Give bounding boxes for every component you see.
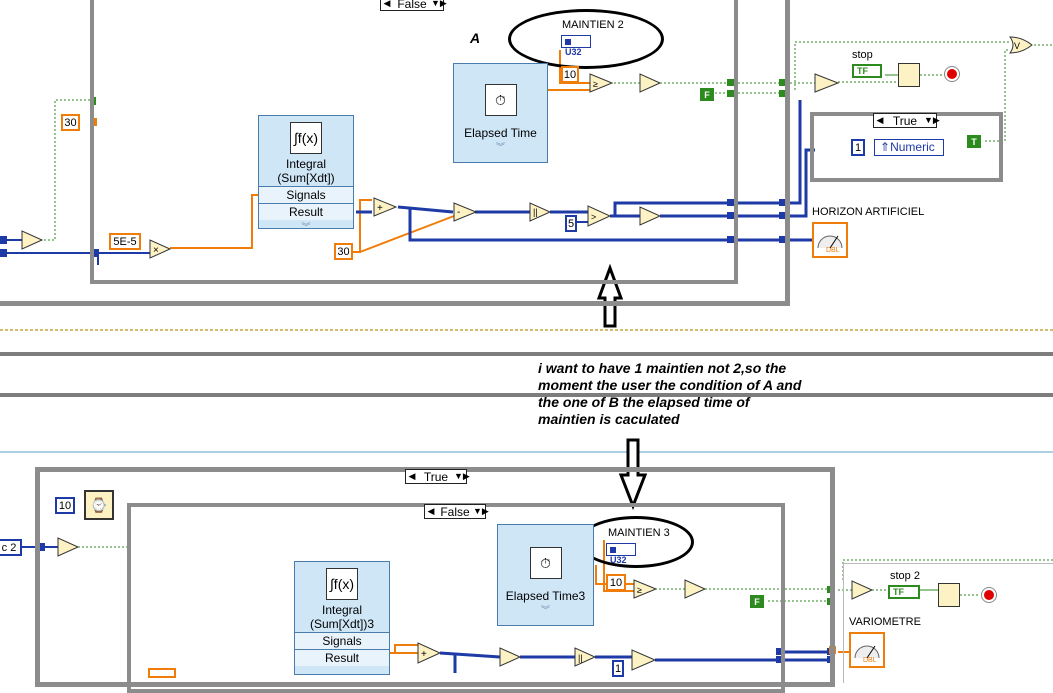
integral-vi-top[interactable]: ∫f(x) Integral(Sum[Xdt]) Signals Result … xyxy=(258,115,354,232)
or-compound-node-b xyxy=(938,583,960,607)
svg-text:-: - xyxy=(457,207,460,218)
stop-2-label: stop 2 xyxy=(890,570,920,582)
primitive-abs-b xyxy=(574,647,597,667)
expand-chevron-icon[interactable]: ︾ xyxy=(301,222,311,232)
maintien-3-indicator[interactable]: U32 xyxy=(606,543,636,565)
elapsed-time3-vi[interactable]: ⏱ Elapsed Time3 ︾ xyxy=(497,524,594,626)
stop-2-button-icon[interactable] xyxy=(981,587,997,603)
primitive-not-equal-zero xyxy=(21,230,44,250)
maintien-2-indicator[interactable]: U32 xyxy=(561,35,591,57)
stop-2-terminal[interactable]: TF xyxy=(888,585,920,599)
variometre-label: VARIOMETRE xyxy=(849,616,921,628)
selector-left-icon[interactable]: ◀ xyxy=(408,471,416,481)
stop-button-icon[interactable] xyxy=(944,66,960,82)
case-selector-bottom-inner[interactable]: ◀ False ▼▶ xyxy=(424,504,489,519)
const-10-top[interactable]: 10 xyxy=(561,66,579,83)
stopwatch-icon: ⏱ xyxy=(529,547,562,579)
selector-right-icon[interactable]: ▼▶ xyxy=(473,506,489,516)
result-terminal[interactable]: Result xyxy=(295,649,389,666)
wait-timer-icon[interactable]: ⌚ xyxy=(84,490,114,520)
numeric-indicator[interactable]: ⇑Numeric xyxy=(874,139,944,156)
const-10-bottom[interactable]: 10 xyxy=(606,574,626,591)
stop-terminal[interactable]: TF xyxy=(852,64,882,78)
expand-chevron-icon[interactable]: ︾ xyxy=(495,142,505,152)
result-terminal[interactable]: Result xyxy=(259,203,353,220)
primitive-or xyxy=(1009,36,1033,54)
const-5[interactable]: 5 xyxy=(565,215,577,232)
svg-text:||: || xyxy=(578,653,583,663)
ellipse-maintien-2 xyxy=(508,9,664,69)
stop-label: stop xyxy=(852,49,873,61)
horizon-artificiel-label: HORIZON ARTIFICIEL xyxy=(812,206,925,218)
case-selector-right[interactable]: ◀ True ▼▶ xyxy=(873,113,940,128)
or-compound-node xyxy=(898,63,920,87)
selector-left-icon[interactable]: ◀ xyxy=(876,115,884,125)
selector-right-icon[interactable]: ▼▶ xyxy=(431,0,447,8)
case-selector-top[interactable]: ◀ False ▼▶ xyxy=(380,0,447,11)
signals-terminal[interactable]: Signals xyxy=(259,186,353,203)
selector-left-icon[interactable]: ◀ xyxy=(383,0,391,8)
orange-const-partial[interactable] xyxy=(148,668,176,678)
gauge-icon[interactable]: DBL xyxy=(849,632,885,668)
svg-text:+: + xyxy=(421,649,427,660)
const-true[interactable]: T xyxy=(967,135,981,148)
const-10-left-bottom[interactable]: 10 xyxy=(55,497,75,514)
primitive-not-equal-zero-b xyxy=(57,537,80,557)
gauge-icon[interactable]: DBL xyxy=(812,222,848,258)
integral-icon: ∫f(x) xyxy=(326,568,358,600)
integral-vi-bottom[interactable]: ∫f(x) Integral(Sum[Xdt])3 Signals Result xyxy=(294,561,390,675)
primitive-not-b2 xyxy=(851,580,874,600)
signals-terminal[interactable]: Signals xyxy=(295,632,389,649)
outer-structure-top xyxy=(0,0,790,306)
selector-right-icon[interactable]: ▼▶ xyxy=(454,471,470,481)
cluster-label-bottom[interactable]: c 2 xyxy=(0,539,22,556)
const-30-bottom[interactable]: 30 xyxy=(334,243,353,260)
const-false[interactable]: F xyxy=(700,88,714,101)
primitive-not-b xyxy=(684,579,707,599)
const-false-bottom[interactable]: F xyxy=(750,595,764,608)
comment-text: i want to have 1 maintien not 2,so the m… xyxy=(538,360,802,427)
primitive-add xyxy=(373,197,398,217)
primitive-not xyxy=(639,206,662,226)
primitive-not-right xyxy=(814,73,840,93)
arrow-down-icon xyxy=(618,438,648,511)
block-diagram-wires: × + - || > ≥ V + || ≥ xyxy=(0,36,1053,673)
arrow-up-icon xyxy=(596,263,624,328)
case-structure-top xyxy=(90,0,738,284)
primitive-not-top xyxy=(639,73,662,93)
maintien-3-label: MAINTIEN 3 xyxy=(608,527,670,539)
svg-text:≥: ≥ xyxy=(637,585,642,595)
svg-text:+: + xyxy=(377,203,383,214)
primitive-greater xyxy=(587,205,612,227)
svg-text:≥: ≥ xyxy=(593,79,598,89)
const-1-top[interactable]: 1 xyxy=(851,139,865,156)
primitive-add-b xyxy=(417,642,442,664)
svg-text:V: V xyxy=(1014,41,1020,51)
label-a: A xyxy=(470,30,481,46)
primitive-greater-b xyxy=(631,649,657,671)
maintien-2-label: MAINTIEN 2 xyxy=(562,19,624,31)
primitive-subtract-b xyxy=(499,647,522,667)
selector-right-icon[interactable]: ▼▶ xyxy=(924,115,940,125)
svg-text:>: > xyxy=(591,212,596,222)
svg-text:||: || xyxy=(533,207,538,217)
expand-chevron-icon[interactable]: ︾ xyxy=(540,605,550,615)
stopwatch-icon: ⏱ xyxy=(484,84,517,116)
primitive-multiply xyxy=(149,239,172,259)
integral-icon: ∫f(x) xyxy=(290,122,322,154)
const-1-bottom[interactable]: 1 xyxy=(612,660,624,677)
svg-text:×: × xyxy=(153,245,159,256)
selector-left-icon[interactable]: ◀ xyxy=(427,506,435,516)
primitive-abs xyxy=(529,202,552,222)
right-frame-bottom xyxy=(843,563,1053,683)
const-5e-5[interactable]: 5E-5 xyxy=(109,233,141,250)
elapsed-time-vi-top[interactable]: ⏱ Elapsed Time ︾ xyxy=(453,63,548,163)
ellipse-maintien-3 xyxy=(578,516,694,568)
const-30-left[interactable]: 30 xyxy=(61,114,80,131)
primitive-greater-equal xyxy=(589,73,614,93)
primitive-greater-equal-b xyxy=(633,579,658,599)
primitive-subtract xyxy=(453,202,478,222)
case-selector-bottom-outer[interactable]: ◀ True ▼▶ xyxy=(405,469,470,484)
